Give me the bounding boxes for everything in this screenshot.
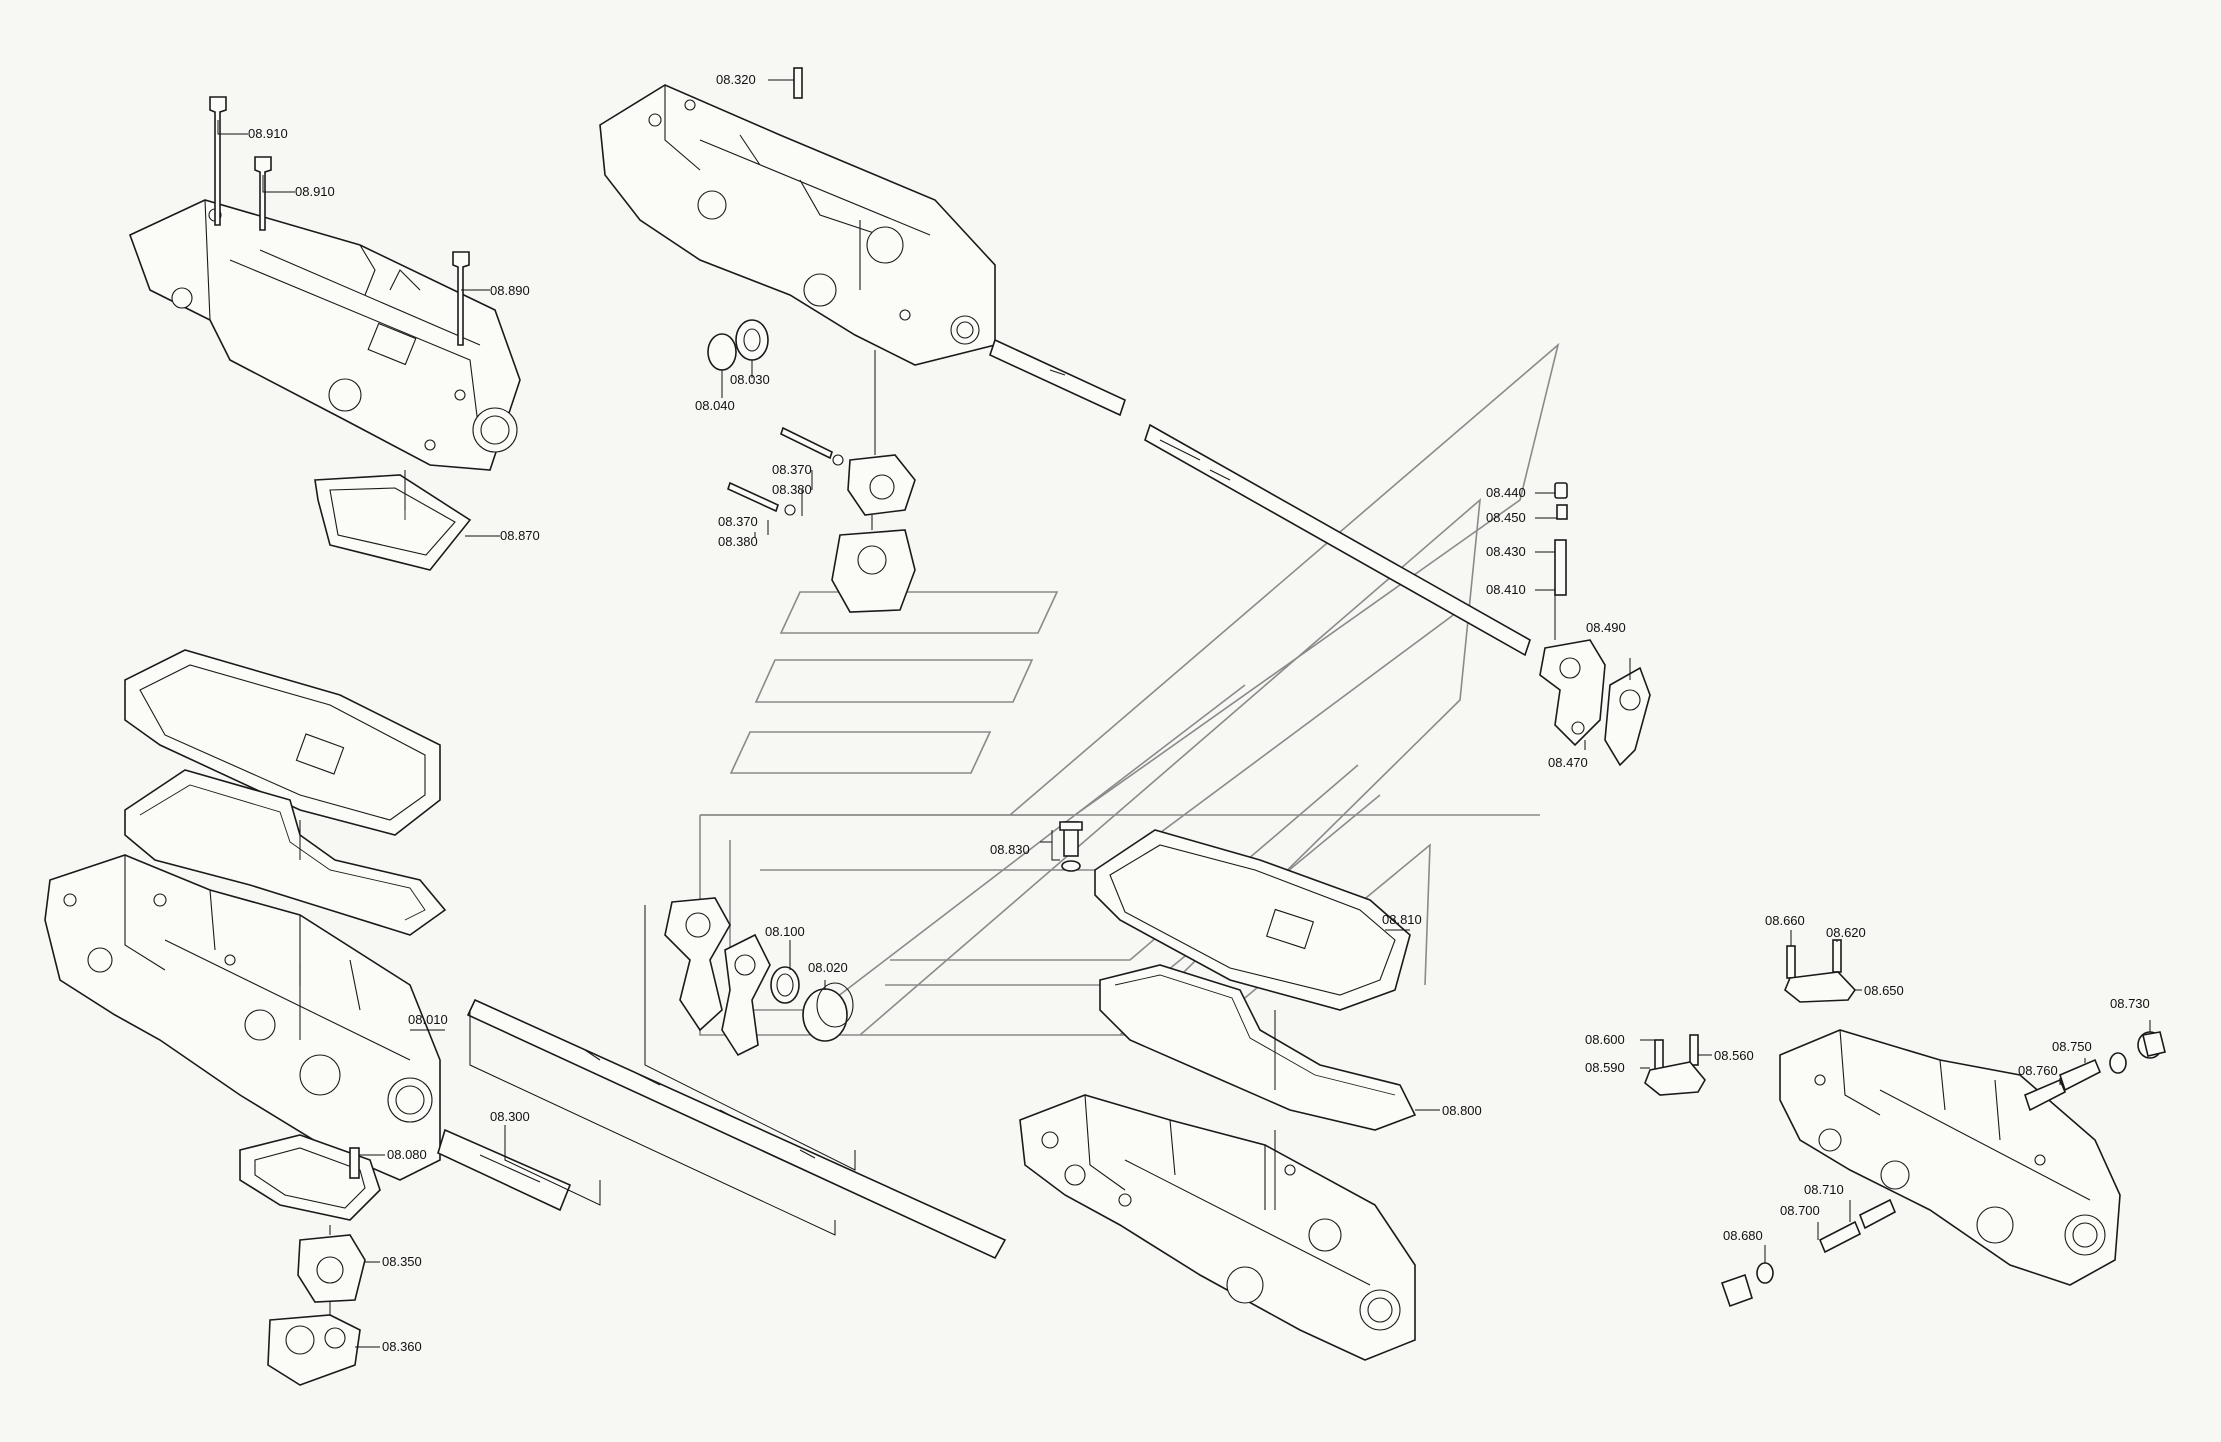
label-08700: 08.700 [1780,1203,1820,1218]
label-08650: 08.650 [1864,983,1904,998]
label-08080: 08.080 [387,1147,427,1162]
watermark-logo [699,342,1560,1036]
label-08450: 08.450 [1486,510,1526,525]
label-08710: 08.710 [1804,1182,1844,1197]
label-08730: 08.730 [2110,996,2150,1011]
label-08350: 08.350 [382,1254,422,1269]
label-08890: 08.890 [490,283,530,298]
label-08910-upper: 08.910 [248,126,288,141]
label-08440: 08.440 [1486,485,1526,500]
right-valve-assembly [1640,930,2166,1308]
label-08910-lower: 08.910 [295,184,335,199]
label-08620: 08.620 [1826,925,1866,940]
label-08810: 08.810 [1382,912,1422,927]
label-08590: 08.590 [1585,1060,1625,1075]
top-center-housing-assembly [599,67,1531,657]
label-08010: 08.010 [408,1012,448,1027]
label-08430: 08.430 [1486,544,1526,559]
label-08370-lower: 08.370 [718,514,758,529]
label-08370-upper: 08.370 [772,462,812,477]
label-08380-upper: 08.380 [772,482,812,497]
label-08760: 08.760 [2018,1063,2058,1078]
part-labels: 08.910 08.910 08.890 08.870 08.320 08.03… [248,72,2150,1354]
center-shaft-parts [437,897,1007,1260]
label-08830: 08.830 [990,842,1030,857]
label-08750: 08.750 [2052,1039,2092,1054]
label-08470: 08.470 [1548,755,1588,770]
label-08490: 08.490 [1586,620,1626,635]
label-08300: 08.300 [490,1109,530,1124]
label-08560: 08.560 [1714,1048,1754,1063]
label-08380-lower: 08.380 [718,534,758,549]
label-08030: 08.030 [730,372,770,387]
top-left-cover-assembly [128,96,521,571]
label-08100: 08.100 [765,924,805,939]
label-08020: 08.020 [808,960,848,975]
label-08870: 08.870 [500,528,540,543]
rocker-lever-assembly [1535,482,1651,767]
label-08360: 08.360 [382,1339,422,1354]
lower-center-cover-stack [1019,821,1440,1361]
label-08040: 08.040 [695,398,735,413]
label-08600: 08.600 [1585,1032,1625,1047]
label-08320: 08.320 [716,72,756,87]
label-08680: 08.680 [1723,1228,1763,1243]
left-cover-stack [44,649,447,1386]
label-08660: 08.660 [1765,913,1805,928]
label-08410: 08.410 [1486,582,1526,597]
label-08800: 08.800 [1442,1103,1482,1118]
